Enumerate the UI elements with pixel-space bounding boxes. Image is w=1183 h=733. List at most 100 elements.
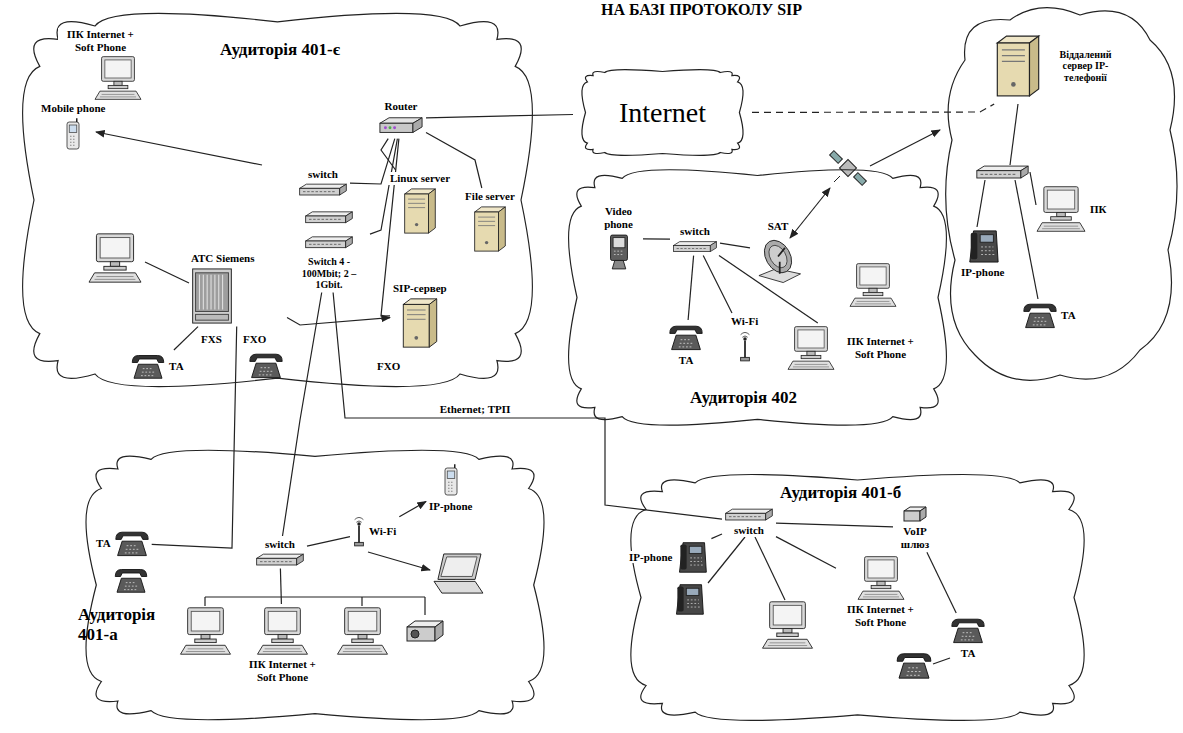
device-icon	[378, 115, 424, 137]
network-link	[776, 537, 836, 569]
network-link	[703, 256, 732, 313]
network-cloud: Аудиторія 401-єПК Internet + Soft PhoneM…	[5, 0, 550, 400]
pc-icon	[338, 608, 388, 654]
device-icon	[403, 187, 437, 235]
device-icon	[995, 30, 1041, 102]
device-symbol	[95, 57, 141, 100]
room-heading: Аудиторія 401-а	[78, 605, 178, 644]
device-symbol	[380, 117, 422, 132]
diagram-title: НА БАЗІ ПРОТОКОЛУ SIP	[600, 1, 803, 19]
port-label: FXO	[376, 360, 401, 373]
device-symbol	[300, 184, 347, 195]
network-link	[688, 256, 694, 320]
device-node: ТА	[95, 528, 150, 558]
device-node: VoIP шлюз	[895, 505, 935, 550]
device-label: ТА	[678, 354, 695, 367]
network-link	[711, 534, 722, 539]
device-node: ТА	[1022, 300, 1077, 330]
device-icon	[255, 606, 310, 656]
phone-icon	[250, 354, 282, 377]
cloud-shape	[631, 475, 1084, 721]
projector-icon	[407, 621, 443, 641]
device-symbol	[193, 269, 232, 323]
device-node: Video phone	[596, 205, 641, 272]
device-node: SIP-сервер	[392, 282, 448, 349]
room-heading: Аудиторія 402	[690, 388, 797, 408]
phone-icon	[897, 654, 931, 678]
device-icon	[786, 325, 836, 371]
device-label: ТА	[168, 360, 185, 373]
device-label: switch	[307, 168, 339, 181]
network-link	[283, 293, 322, 537]
port-label-box: FXS	[200, 333, 223, 346]
device-icon	[255, 553, 305, 567]
device-icon	[672, 240, 718, 254]
device-symbol	[740, 332, 749, 360]
wire	[933, 658, 950, 664]
network-link	[333, 293, 722, 520]
device-icon	[950, 615, 986, 645]
device-symbol	[403, 298, 436, 346]
device-node: IP-phone	[960, 228, 1005, 279]
device-node: Router	[378, 100, 424, 137]
device-icon	[304, 208, 354, 254]
device-label: File server	[460, 190, 520, 203]
device-icon	[1022, 300, 1058, 330]
device-symbol	[132, 356, 164, 379]
wire	[708, 537, 745, 583]
wire	[977, 180, 985, 227]
device-label: SIP-сервер	[392, 282, 448, 295]
device-node: SAT	[752, 220, 804, 285]
phone-icon	[676, 585, 703, 615]
cloud-title: Internet	[575, 97, 750, 128]
device-label: АТС Siemens	[190, 252, 285, 265]
room-heading: Аудиторія 401-б	[780, 483, 901, 503]
device-label: Video phone	[596, 205, 641, 230]
device-icon	[668, 322, 704, 352]
network-cloud: Аудиторія 402 Video phone switch SAT ТА Wi-Fi…	[555, 160, 960, 435]
device-node: Wi-Fi	[730, 315, 759, 362]
device-node: switch	[255, 538, 305, 567]
device-node: ПК Internet + Soft Phone	[838, 555, 923, 628]
device-label: ПК	[1089, 203, 1108, 216]
device-node: IP-phone	[428, 462, 473, 513]
network-link	[280, 569, 281, 604]
device-label: Wi-Fi	[730, 315, 759, 328]
pc-icon	[89, 234, 141, 282]
title-box: НА БАЗІ ПРОТОКОЛУ SIP	[600, 1, 803, 19]
device-icon	[724, 508, 774, 522]
network-cloud: Аудиторія 401-бswitchIP-phoneVoIP шлюзПК…	[615, 465, 1100, 730]
network-link	[927, 552, 956, 613]
device-label: VoIP шлюз	[895, 525, 935, 550]
link-label-box: Ethernet; ТРП	[439, 403, 512, 416]
radio-link	[870, 130, 940, 166]
device-icon	[738, 330, 752, 362]
network-link	[426, 115, 573, 118]
device-symbol	[610, 235, 627, 269]
network-link	[720, 243, 750, 248]
device-node: Wi-Fi	[352, 515, 397, 547]
device-symbol	[680, 543, 707, 573]
device-node: Віддалений сервер IP-телефонії	[995, 30, 1128, 102]
device-label: ТА	[95, 537, 112, 550]
device-label: Switch 4 - 100Mbit; 2 – 1Gbit.	[290, 256, 368, 291]
cloud-outline	[615, 465, 1100, 730]
network-link	[307, 537, 350, 547]
device-label: ПК Internet + Soft Phone	[240, 658, 325, 683]
device-node: ПК Internet + Soft Phone	[786, 325, 923, 371]
link-label: Ethernet; ТРП	[439, 403, 512, 416]
device-symbol	[670, 326, 702, 349]
device-label: ТА	[1060, 309, 1077, 322]
device-icon	[190, 267, 234, 325]
radio-link	[790, 188, 830, 238]
network-link	[643, 238, 670, 239]
device-label: switch	[264, 538, 296, 551]
device-node: File server	[460, 190, 520, 253]
device-symbol	[1037, 187, 1085, 232]
network-link	[287, 317, 390, 325]
device-node: switch	[672, 225, 718, 254]
network-link	[399, 502, 426, 517]
device-icon	[473, 205, 507, 253]
network-link	[152, 327, 237, 548]
cloud-outline	[70, 440, 560, 730]
